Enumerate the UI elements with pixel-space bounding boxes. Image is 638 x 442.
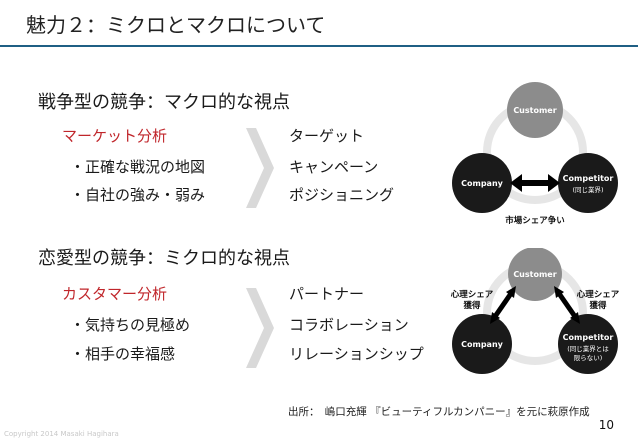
right-item: ターゲット bbox=[289, 127, 365, 145]
macro-competition-diagram: Customer Company Competitor (同じ業界) 市場シェア… bbox=[452, 82, 618, 226]
chevron-right-icon bbox=[246, 128, 274, 208]
right-item: コラボレーション bbox=[289, 316, 409, 334]
chevron-right-icon bbox=[246, 288, 274, 368]
bullet-item: ・正確な戦況の地図 bbox=[70, 158, 206, 176]
company-circle bbox=[452, 314, 512, 374]
micro-competition-diagram: Customer Company Competitor (同じ業界とは 限らない… bbox=[451, 248, 620, 374]
right-item: ポジショニング bbox=[289, 186, 395, 204]
psych-share-annotation-left: 心理シェア bbox=[451, 289, 494, 300]
right-item: パートナー bbox=[289, 285, 365, 303]
customer-label: Customer bbox=[513, 106, 556, 115]
title-bar: 魅力２：ミクロとマクロについて bbox=[0, 0, 638, 48]
company-label: Company bbox=[461, 340, 504, 349]
subheading-market-analysis: マーケット分析 bbox=[62, 127, 168, 145]
competitor-sub-label: (同じ業界とは bbox=[567, 344, 609, 353]
page-number: 10 bbox=[598, 418, 614, 432]
section-heading-macro: 戦争型の競争：マクロ的な視点 bbox=[38, 92, 290, 113]
competitor-label: Competitor bbox=[563, 174, 614, 183]
slide-title: 魅力２：ミクロとマクロについて bbox=[26, 13, 326, 37]
customer-circle bbox=[508, 248, 562, 301]
subheading-customer-analysis: カスタマー分析 bbox=[62, 285, 168, 303]
right-item: リレーションシップ bbox=[289, 345, 424, 363]
company-label: Company bbox=[461, 179, 504, 188]
double-arrow-icon bbox=[490, 286, 516, 324]
copyright-notice: Copyright 2014 Masaki Hagihara bbox=[4, 430, 119, 438]
customer-circle bbox=[507, 82, 563, 138]
double-arrow-icon bbox=[510, 174, 560, 192]
source-citation: 出所： 嶋口充輝 『ビューティフルカンパニー』を元に萩原作成 bbox=[288, 406, 590, 418]
competitor-sub-label: (同じ業界) bbox=[572, 185, 603, 194]
psych-share-annotation-right: 心理シェア bbox=[577, 289, 620, 300]
double-arrow-icon bbox=[554, 286, 580, 324]
psych-share-annotation-right: 獲得 bbox=[589, 300, 607, 311]
section-heading-micro: 恋愛型の競争：ミクロ的な視点 bbox=[38, 248, 290, 269]
company-circle bbox=[452, 153, 512, 213]
competitor-circle bbox=[558, 314, 618, 374]
title-underline bbox=[0, 45, 638, 47]
right-item: キャンペーン bbox=[289, 158, 379, 176]
bullet-item: ・自社の強み・弱み bbox=[70, 186, 206, 204]
competitor-circle bbox=[558, 153, 618, 213]
competitor-sub-label: 限らない) bbox=[574, 353, 603, 362]
bullet-item: ・相手の幸福感 bbox=[70, 345, 176, 363]
psych-share-annotation-left: 獲得 bbox=[463, 300, 481, 311]
customer-label: Customer bbox=[513, 270, 556, 279]
market-share-annotation: 市場シェア争い bbox=[505, 215, 565, 226]
bullet-item: ・気持ちの見極め bbox=[70, 316, 191, 334]
competitor-label: Competitor bbox=[563, 333, 614, 342]
